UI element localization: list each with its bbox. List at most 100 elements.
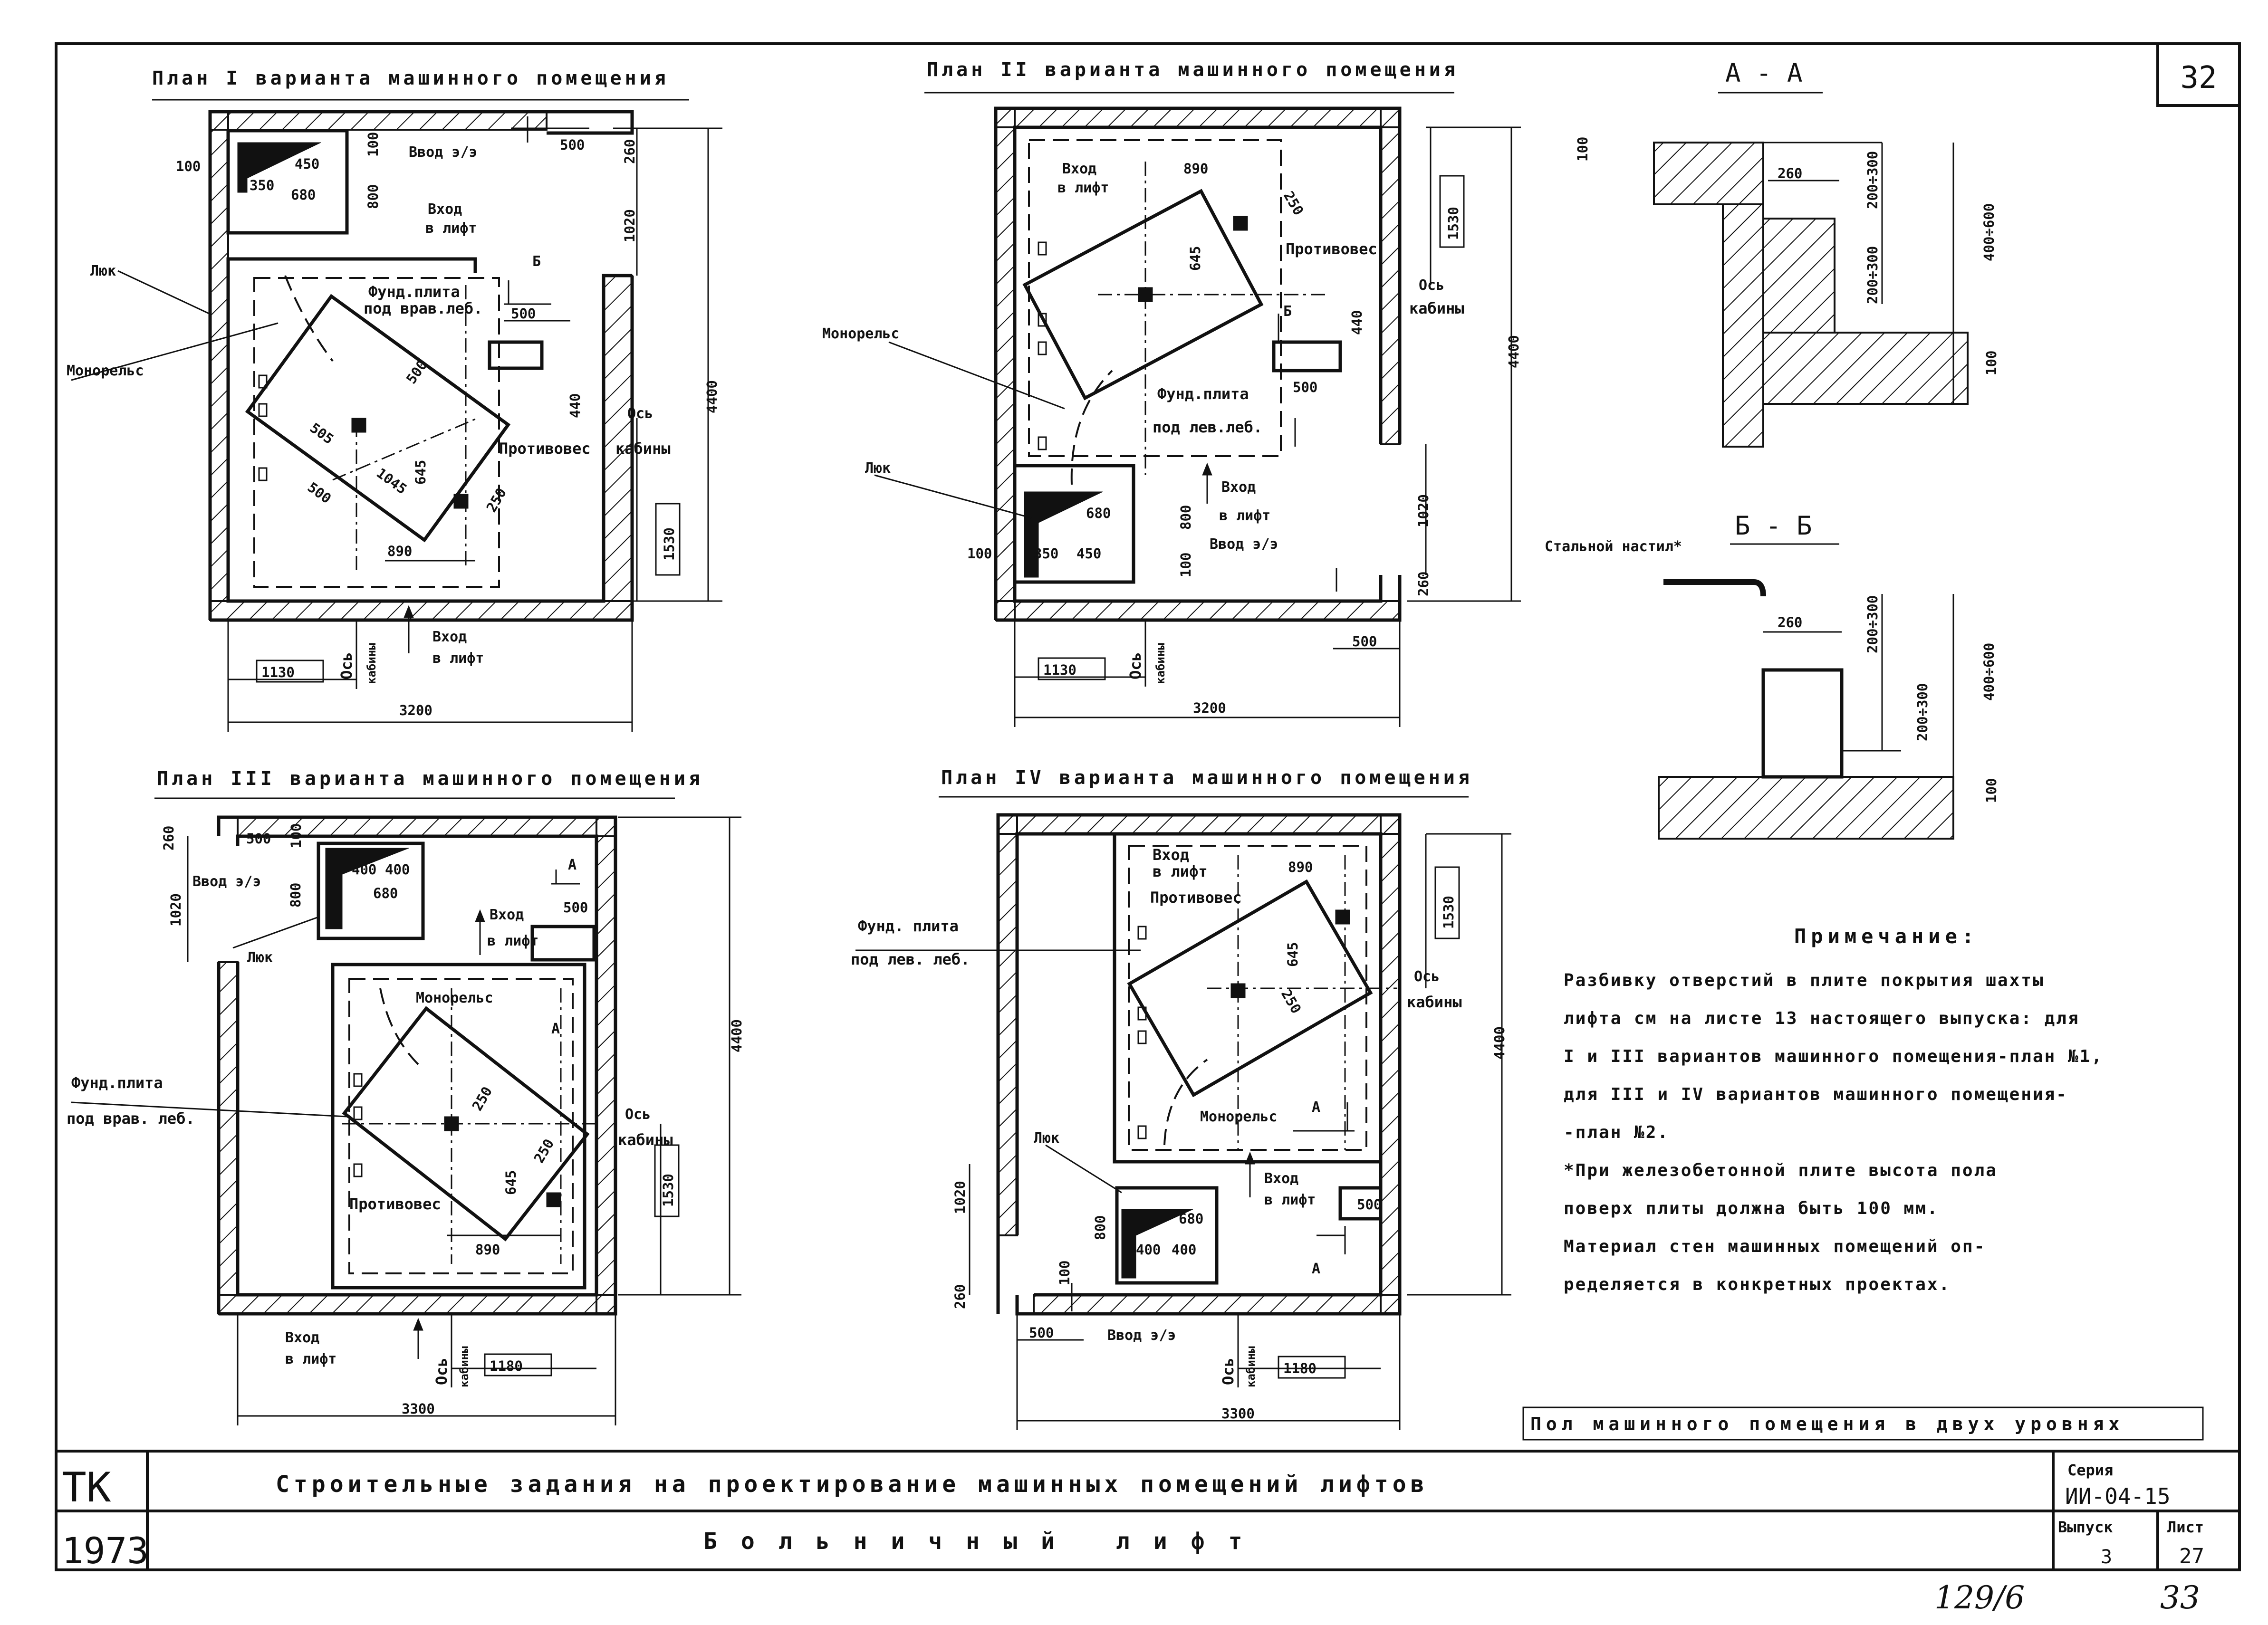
plan-2-dim: 890 <box>1183 161 1208 177</box>
title-block-year: 1973 <box>62 1529 149 1572</box>
plan-1-foundation-slab <box>245 294 511 543</box>
plan-3-monorail <box>379 988 419 1065</box>
plan-4-protivoves: Противовес <box>1150 889 1242 907</box>
plan-3-entry-arrowhead <box>413 1318 423 1331</box>
plan-1-monorail <box>284 275 334 362</box>
plan-4-dim: 260 <box>952 1284 968 1309</box>
plan-2-dim: 645 <box>1187 246 1203 271</box>
plan-1-dim: 1130 <box>261 664 295 680</box>
plan-1-dim: 100 <box>365 132 381 157</box>
section-aa-step <box>1762 218 1836 334</box>
plan-4-mark-4 <box>1137 1125 1147 1139</box>
plan-3-dim: 1530 <box>660 1174 676 1207</box>
plan-3-outer-wall <box>217 815 617 1316</box>
plan-1-wall-hatch-top <box>209 111 548 131</box>
title-block-list-value: 27 <box>2179 1544 2204 1568</box>
plan-2-dim: 800 <box>1178 505 1194 530</box>
plan-4-dim: 1530 <box>1441 896 1457 929</box>
plan-2-monorail: Монорельс <box>822 325 900 342</box>
section-aa-floor <box>1762 332 1969 405</box>
notes-line: -план №2. <box>1564 1123 1669 1142</box>
title-block-main-title: Строительные задания на проектирование м… <box>276 1471 1429 1498</box>
plan-2-dim: 1130 <box>1043 662 1076 678</box>
handwritten-inventory-number: 129/6 <box>1934 1579 2025 1616</box>
plan-4-vkhod-top-2: в лифт <box>1153 862 1208 880</box>
plan-4: План IV варианта машинного помещения <box>851 767 1511 1430</box>
plan-4-kab-bot: кабины <box>1244 1346 1258 1387</box>
plan-1-kab-bot: кабины <box>365 643 378 684</box>
sheet-caption-box <box>1522 1406 2204 1441</box>
plan-4-fund-1: Фунд. плита <box>858 917 959 935</box>
plan-3-dim: 3300 <box>402 1401 435 1417</box>
plan-4-entry-arrowhead <box>1245 1151 1255 1165</box>
plan-2-wall-niche <box>1272 340 1342 373</box>
plan-3: План III варианта машинного помещения <box>67 768 745 1425</box>
notes-heading: Примечание: <box>1794 925 1979 948</box>
plan-3-monorail: Монорельс <box>416 990 493 1006</box>
plan-2-section-b: Б <box>1283 303 1292 320</box>
plan-1-dim: 500 <box>403 357 431 387</box>
title-block-subtitle: Больничный лифт <box>703 1528 1266 1555</box>
plan-2-dim-box-1130 <box>1038 657 1106 680</box>
plan-2-mark-3 <box>1038 341 1047 355</box>
notes-line: I и III вариантов машинного помещения-пл… <box>1564 1047 2103 1066</box>
plan-3-dim: 1020 <box>168 893 184 927</box>
plan-1-protivoves: Противовес <box>499 440 591 458</box>
plan-1-monorail: Монорельс <box>67 363 144 379</box>
plan-3-dim: 250 <box>531 1136 557 1166</box>
plan-2-dim: 500 <box>1293 379 1317 395</box>
plan-2-dim: 3200 <box>1193 700 1226 716</box>
plan-1-monorail-leader <box>71 322 279 381</box>
section-bb-dim: 200÷300 <box>1864 595 1881 653</box>
section-bb-steel-deck <box>1663 579 1766 597</box>
section-bb: Б - Б Стальной настил* 260 200÷300 400÷6… <box>1545 511 1999 840</box>
plan-4-foundation-slab <box>1127 879 1373 1098</box>
plan-3-wall-hatch-bottom <box>218 1294 616 1315</box>
notes-line: лифта см на листе 13 настоящего выпуска:… <box>1564 1009 2080 1028</box>
plan-2-dim: 440 <box>1349 310 1365 335</box>
plan-3-vvod: Ввод э/э <box>192 873 261 890</box>
plan-2-dim: 350 <box>1034 545 1058 562</box>
plan-1-vkhod-top-2: в лифт <box>425 220 477 237</box>
plan-1-dim-box-1530 <box>655 503 681 576</box>
plan-3-section-a2: А <box>551 1021 560 1037</box>
plan-4-dim-box-1180 <box>1278 1356 1346 1379</box>
plan-1-mark-3 <box>258 467 268 481</box>
plan-4-luk-box <box>1115 1186 1219 1285</box>
section-bb-floor <box>1658 776 1954 840</box>
title-block-seria-label: Серия <box>2067 1461 2113 1479</box>
plan-4-mark-1 <box>1137 926 1147 940</box>
plan-3-mark-1 <box>353 1073 363 1087</box>
plan-1-dim: 505 <box>307 420 336 447</box>
plan-4-dim: 500 <box>1357 1196 1382 1213</box>
plan-4-dim: 800 <box>1092 1215 1108 1240</box>
plan-2-dim: 450 <box>1076 545 1101 562</box>
sheet-number: 32 <box>2180 60 2217 96</box>
plan-3-fund-1: Фунд.плита <box>71 1074 163 1092</box>
plan-4-mark-2 <box>1137 1006 1147 1021</box>
plan-2-title: План II варианта машинного помещения <box>927 59 1459 81</box>
plan-4-vkhod-top-1: Вход <box>1153 846 1189 864</box>
section-bb-dim: 100 <box>1983 778 1999 803</box>
plan-3-dim: 1180 <box>490 1358 523 1374</box>
plan-3-entry-arrowhead-top <box>475 909 485 922</box>
plan-3-vkhod-top-2: в лифт <box>487 933 538 949</box>
plan-1-dim: 680 <box>291 187 316 203</box>
plan-4-slab-hole-b <box>1335 909 1350 925</box>
sheet-caption: Пол машинного помещения в двух уровнях <box>1530 1414 2124 1434</box>
plan-3-wall-hatch-left <box>218 961 239 1296</box>
plan-4-luk: Люк <box>1034 1130 1059 1147</box>
plan-3-vkhod-bot-1: Вход <box>285 1329 319 1346</box>
section-bb-dim: 400÷600 <box>1981 643 1997 701</box>
plan-4-monorail: Монорельс <box>1200 1109 1278 1125</box>
plan-3-wall-hatch-top <box>237 816 616 837</box>
plan-3-dashed-room <box>348 978 574 1274</box>
title-block-org: ТК <box>62 1464 111 1511</box>
plan-3-mark-3 <box>353 1163 363 1177</box>
plan-3-dim: 645 <box>503 1170 519 1195</box>
plan-3-dim: 400 <box>385 861 410 878</box>
plan-3-dim: 500 <box>246 831 271 847</box>
section-aa-title: А - А <box>1725 58 1803 88</box>
plan-3-dim: 890 <box>475 1242 500 1258</box>
plan-1-dim: 1530 <box>661 527 677 561</box>
